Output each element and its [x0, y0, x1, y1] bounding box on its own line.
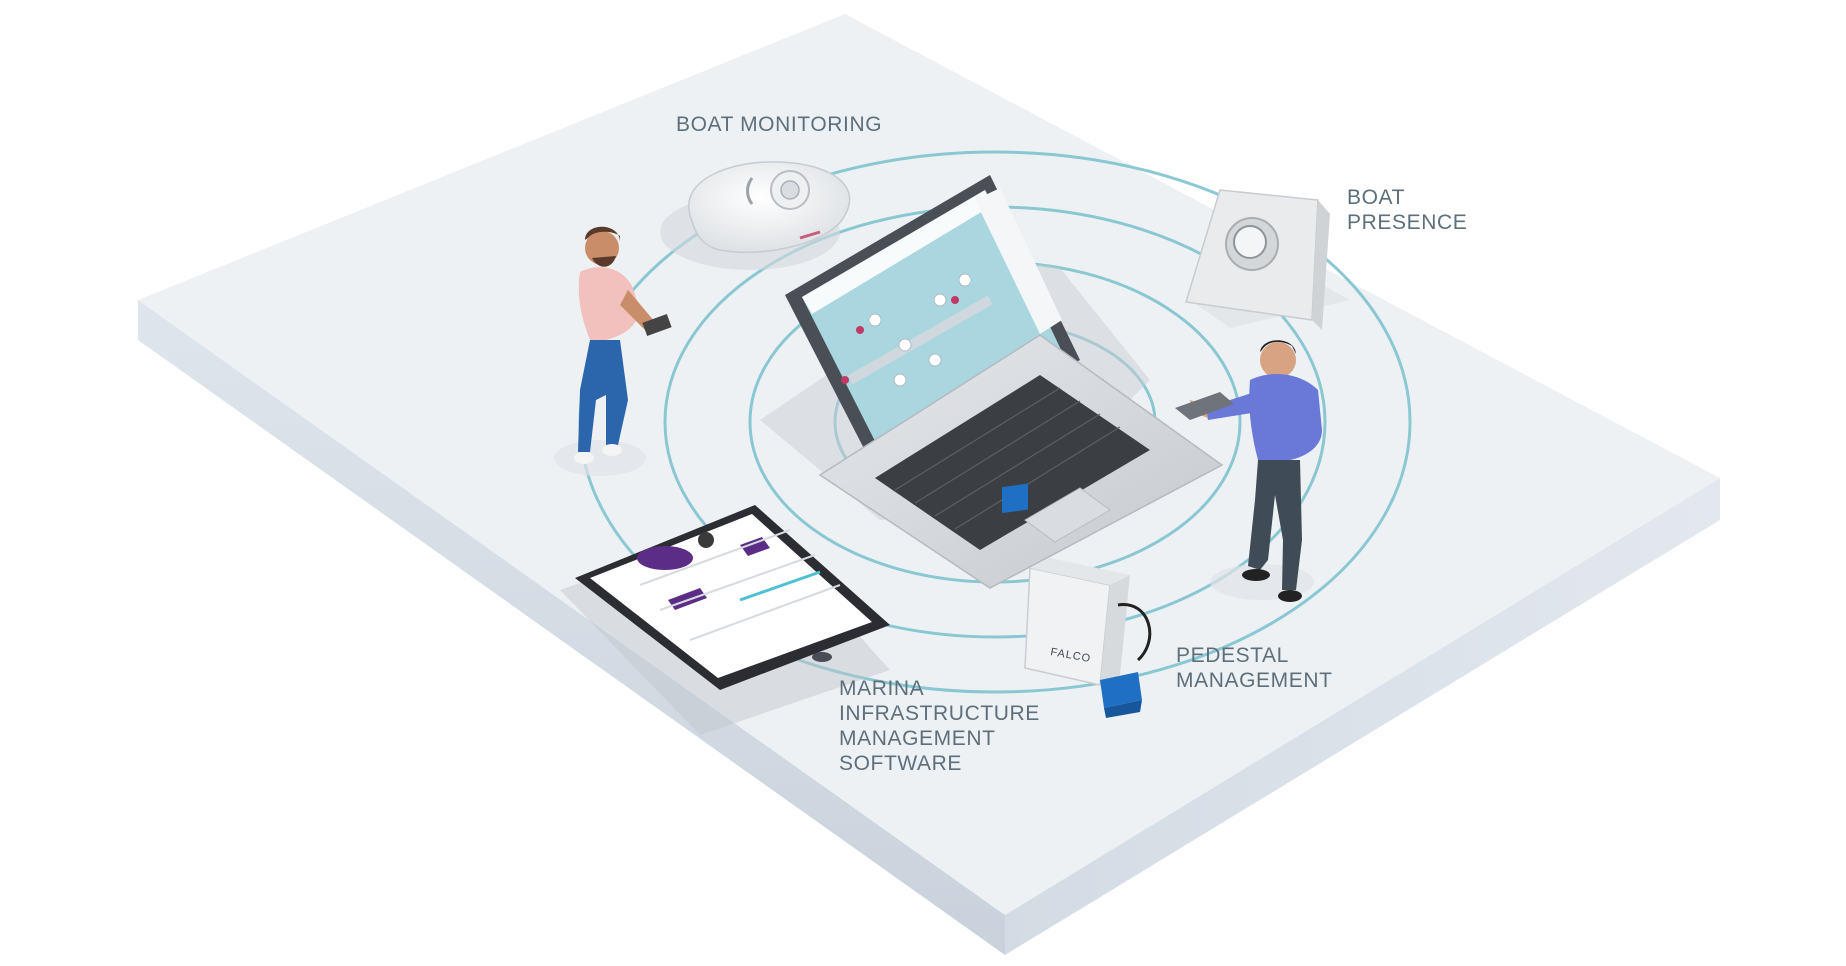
label-marina-software: MARINA INFRASTRUCTURE MANAGEMENT SOFTWAR…: [839, 677, 1040, 775]
sensor-puck-icon: [660, 161, 851, 270]
platform-right-side: [1005, 478, 1720, 955]
laptop-keyboard: [875, 375, 1150, 550]
label-boat-monitoring: BOAT MONITORING: [676, 113, 883, 136]
label-pedestal-management: PEDESTAL MANAGEMENT: [1176, 644, 1333, 692]
person-right-icon: [1175, 340, 1322, 602]
connector-block-left: [1002, 483, 1028, 514]
person-left-icon: [554, 226, 672, 476]
label-boat-presence: BOAT PRESENCE: [1347, 186, 1468, 234]
pedestal-controller-icon: FALCO: [1002, 483, 1152, 718]
tablet-icon: [560, 505, 890, 735]
laptop-icon: [760, 175, 1224, 589]
platform-left-side: [138, 300, 1005, 955]
presence-sensor-icon: [1185, 189, 1350, 330]
connector-block-right: [1100, 672, 1142, 708]
laptop-trackpad: [1024, 487, 1111, 543]
